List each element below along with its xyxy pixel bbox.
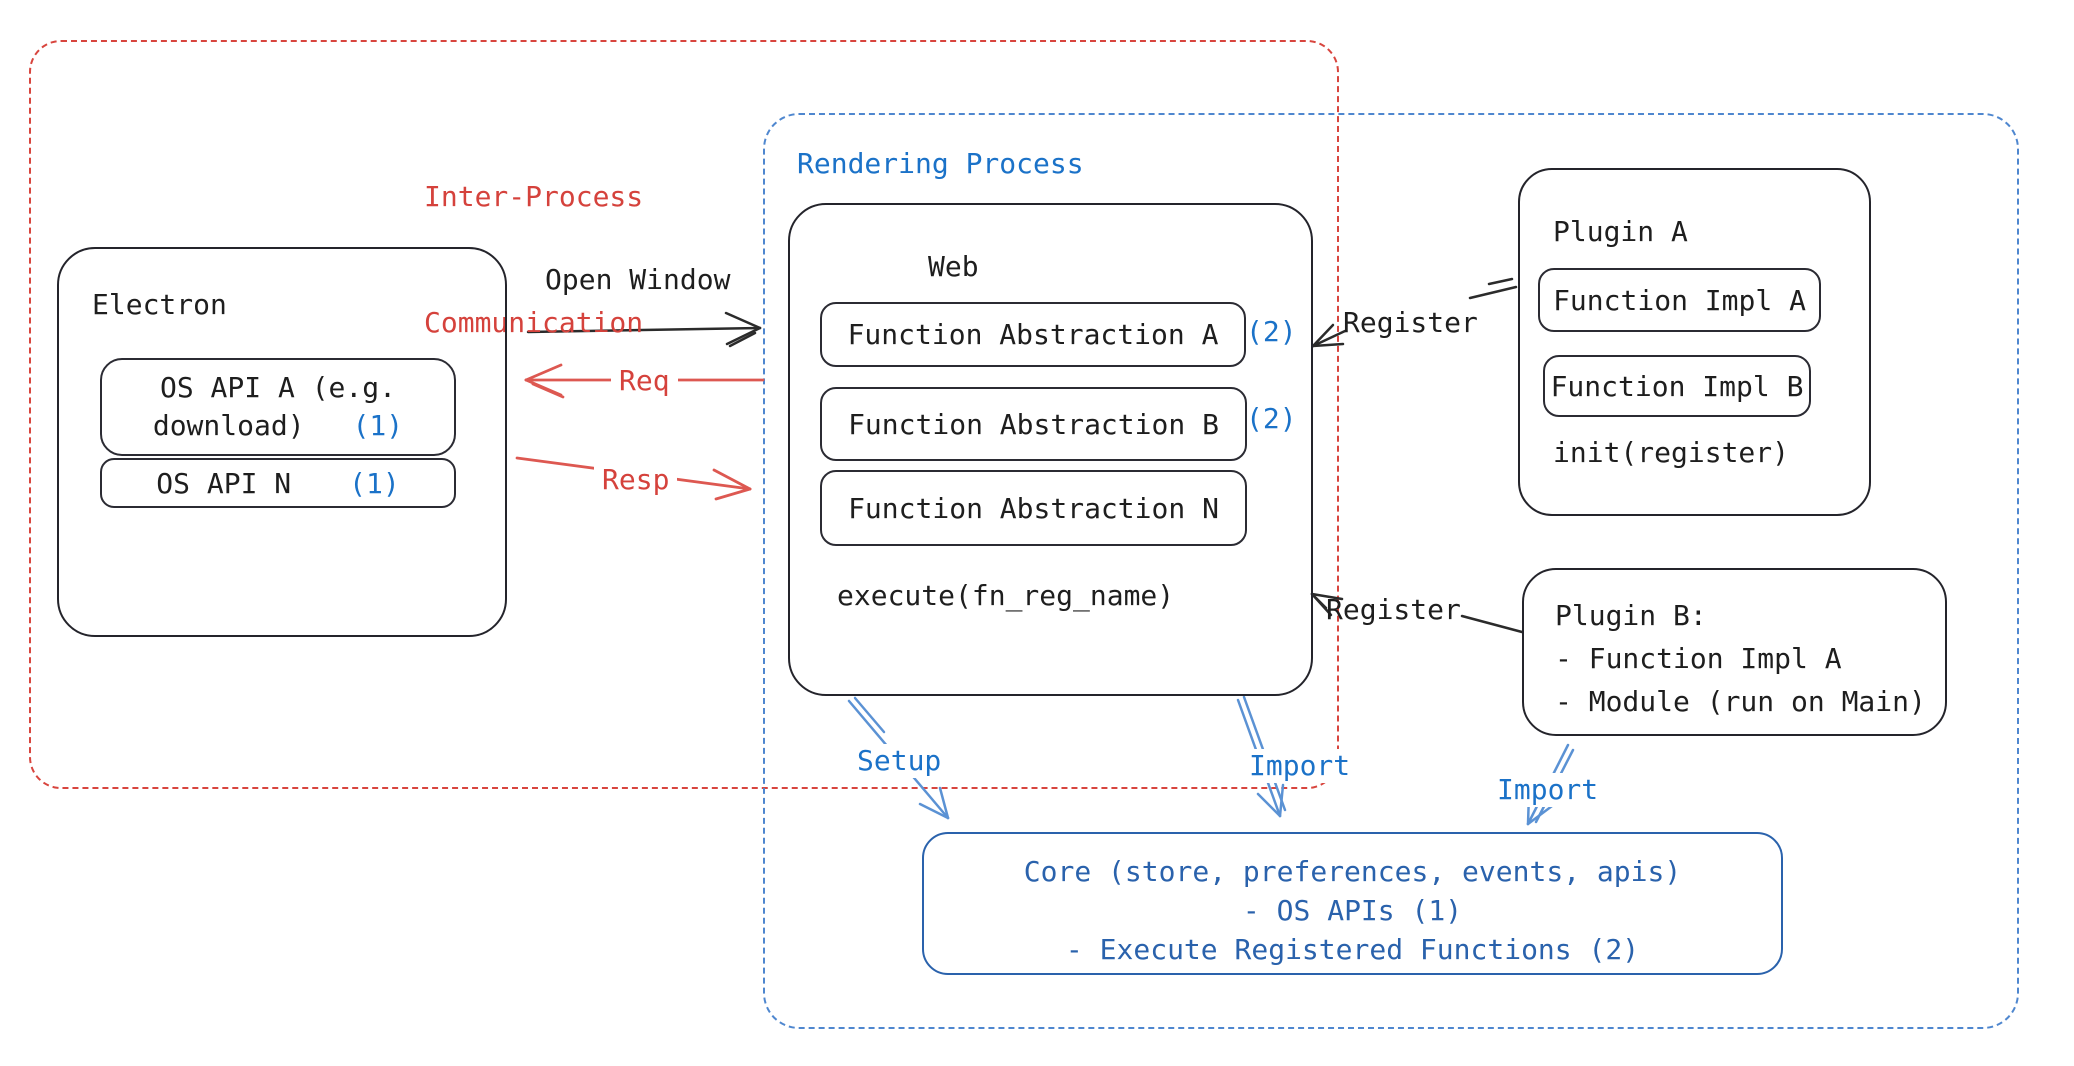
function-impl-a-box: Function Impl A xyxy=(1538,268,1821,332)
ipc-region-label-line1: Inter-Process xyxy=(424,180,644,213)
function-impl-a-label: Function Impl A xyxy=(1553,283,1806,317)
os-api-n-box: OS API N (1) xyxy=(100,458,456,508)
function-impl-b-label: Function Impl B xyxy=(1550,369,1804,403)
core-line2: - OS APIs (1) xyxy=(1242,894,1463,927)
core-line1: Core (store, preferences, events, apis) xyxy=(1023,855,1682,888)
setup-label: Setup xyxy=(849,744,950,778)
function-abstraction-n-label: Function Abstraction N xyxy=(848,491,1219,525)
plugin-a-title: Plugin A xyxy=(1553,215,1688,248)
plugin-b-title: Plugin B: xyxy=(1555,599,1707,632)
import-web-label: Import xyxy=(1241,749,1359,783)
resp-label: Resp xyxy=(594,463,678,497)
web-box xyxy=(788,203,1313,696)
plugin-b-item1: - Function Impl A xyxy=(1555,642,1842,675)
function-abstraction-b-label: Function Abstraction B xyxy=(848,407,1219,441)
os-api-n-badge: (1) xyxy=(349,466,400,500)
ipc-region-box xyxy=(29,40,1339,789)
plugin-a-box xyxy=(1518,168,1871,516)
plugin-b-box xyxy=(1522,568,1947,736)
os-api-a-box: OS API A (e.g. download) (1) xyxy=(100,358,456,456)
function-abstraction-a-badge: (2) xyxy=(1246,315,1297,348)
function-abstraction-n-box: Function Abstraction N xyxy=(820,470,1247,546)
ipc-region-label: Inter-Process Communication xyxy=(424,92,643,428)
req-label: Req xyxy=(611,364,678,398)
execute-label: execute(fn_reg_name) xyxy=(837,579,1175,612)
open-window-label: Open Window xyxy=(545,263,731,296)
plugin-b-item2: - Module (run on Main) xyxy=(1555,685,1926,718)
electron-title: Electron xyxy=(92,288,227,321)
electron-box xyxy=(57,247,507,637)
rendering-process-label: Rendering Process xyxy=(797,147,1084,180)
os-api-a-line2: download) (1) xyxy=(153,407,403,445)
function-abstraction-a-label: Function Abstraction A xyxy=(847,318,1219,351)
register-plugin-a-label: Register xyxy=(1343,306,1478,339)
function-abstraction-b-box: Function Abstraction B xyxy=(820,387,1247,461)
ipc-region-label-line2: Communication xyxy=(424,306,644,339)
web-title: Web xyxy=(928,250,979,283)
function-abstraction-b-badge: (2) xyxy=(1246,402,1297,435)
os-api-a-line2-text: download) xyxy=(152,409,305,442)
import-plugin-b-label: Import xyxy=(1489,773,1607,807)
core-line3: - Execute Registered Functions (2) xyxy=(1065,933,1640,966)
function-abstraction-a-box: Function Abstraction A xyxy=(820,302,1246,367)
register-plugin-b-label: Register xyxy=(1326,593,1461,626)
function-impl-b-box: Function Impl B xyxy=(1543,355,1811,417)
os-api-a-line1: OS API A (e.g. xyxy=(159,371,396,404)
core-box: Core (store, preferences, events, apis) … xyxy=(922,832,1783,975)
plugin-a-init-label: init(register) xyxy=(1553,436,1790,469)
os-api-a-badge: (1) xyxy=(352,409,404,442)
os-api-n-label: OS API N xyxy=(156,466,292,500)
rendering-process-region-box xyxy=(763,113,2019,1029)
